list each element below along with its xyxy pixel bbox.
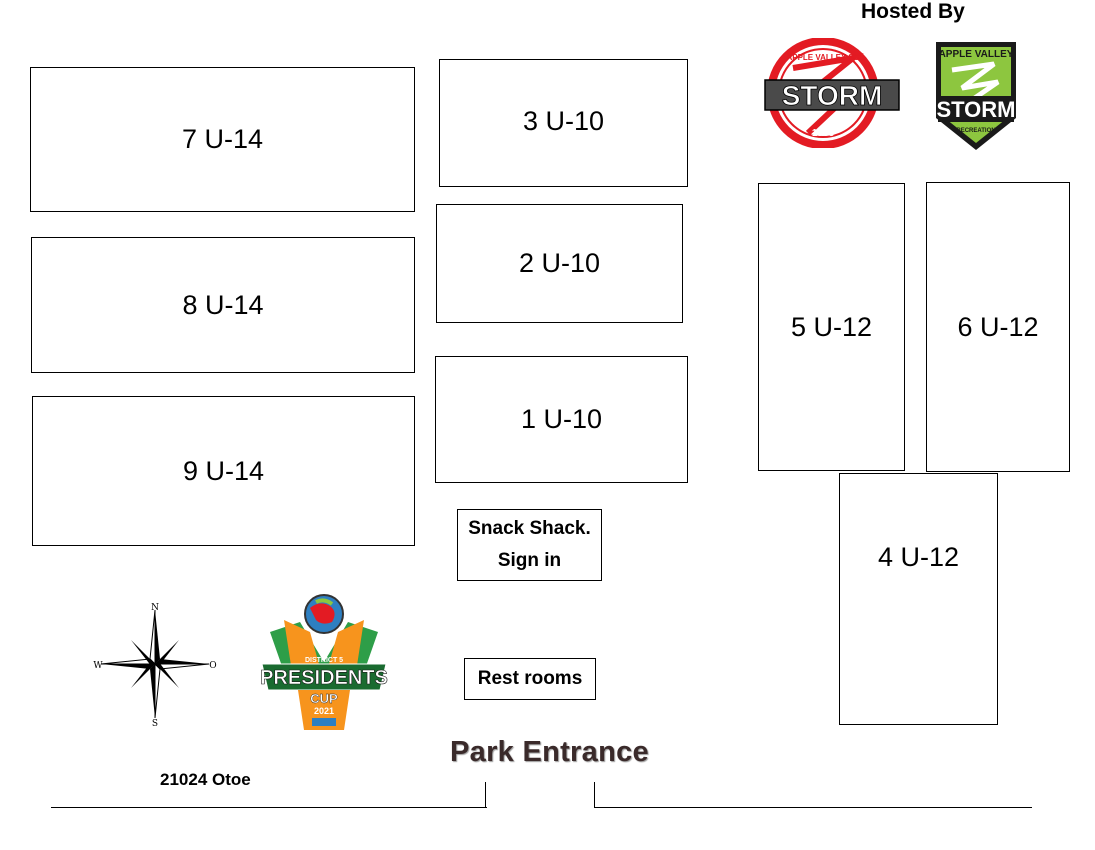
storm-sc-main-text: STORM (782, 80, 883, 111)
field-1: 1 U-10 (435, 356, 688, 483)
compass-s: S (152, 719, 158, 729)
snack-shack-box: Snack Shack. Sign in (457, 509, 602, 581)
field-5: 5 U-12 (758, 183, 905, 471)
storm-rec-top-text: APPLE VALLEY (939, 49, 1014, 60)
apple-valley-sc-storm-logo: STORM APPLE VALLEY SC 1993 (764, 38, 900, 148)
field-7: 7 U-14 (30, 67, 415, 212)
storm-rec-main-text: STORM (936, 97, 1015, 122)
compass-e: O (209, 661, 216, 671)
field-3: 3 U-10 (439, 59, 688, 187)
road-line-left (51, 807, 487, 808)
presidents-cup-logo: DISTRICT 5 PRESIDENTS CUP 2021 (260, 594, 388, 730)
presidents-cup-cup: CUP (310, 691, 338, 706)
compass-n: N (151, 603, 159, 613)
entrance-post-left (485, 782, 486, 808)
hosted-by-label: Hosted By (861, 0, 965, 23)
restrooms-box: Rest rooms (464, 658, 596, 700)
storm-rec-bottom-text: RECREATION (956, 128, 995, 134)
presidents-cup-title: PRESIDENTS (260, 667, 388, 689)
field-2: 2 U-10 (436, 204, 683, 323)
field-4: 4 U-12 (839, 473, 998, 725)
restrooms-label: Rest rooms (477, 668, 583, 689)
field-9: 9 U-14 (32, 396, 415, 546)
apple-valley-storm-recreation-logo: APPLE VALLEY STORM RECREATION (936, 42, 1016, 150)
storm-sc-year: 1993 (812, 128, 835, 139)
park-entrance-label: Park Entrance (450, 736, 649, 768)
field-8: 8 U-14 (31, 237, 415, 373)
road-line-right (594, 807, 1032, 808)
sign-in-label: Sign in (497, 550, 562, 571)
field-6: 6 U-12 (926, 182, 1070, 472)
storm-sc-top-text: APPLE VALLEY SC (786, 53, 859, 62)
snack-shack-label: Snack Shack. (468, 518, 591, 539)
presidents-cup-district: DISTRICT 5 (305, 657, 343, 664)
address-label: 21024 Otoe (160, 770, 251, 789)
entrance-post-right (594, 782, 595, 808)
presidents-cup-year: 2021 (314, 706, 334, 716)
compass-rose-icon: N S W O (93, 603, 216, 729)
compass-w: W (93, 661, 103, 671)
